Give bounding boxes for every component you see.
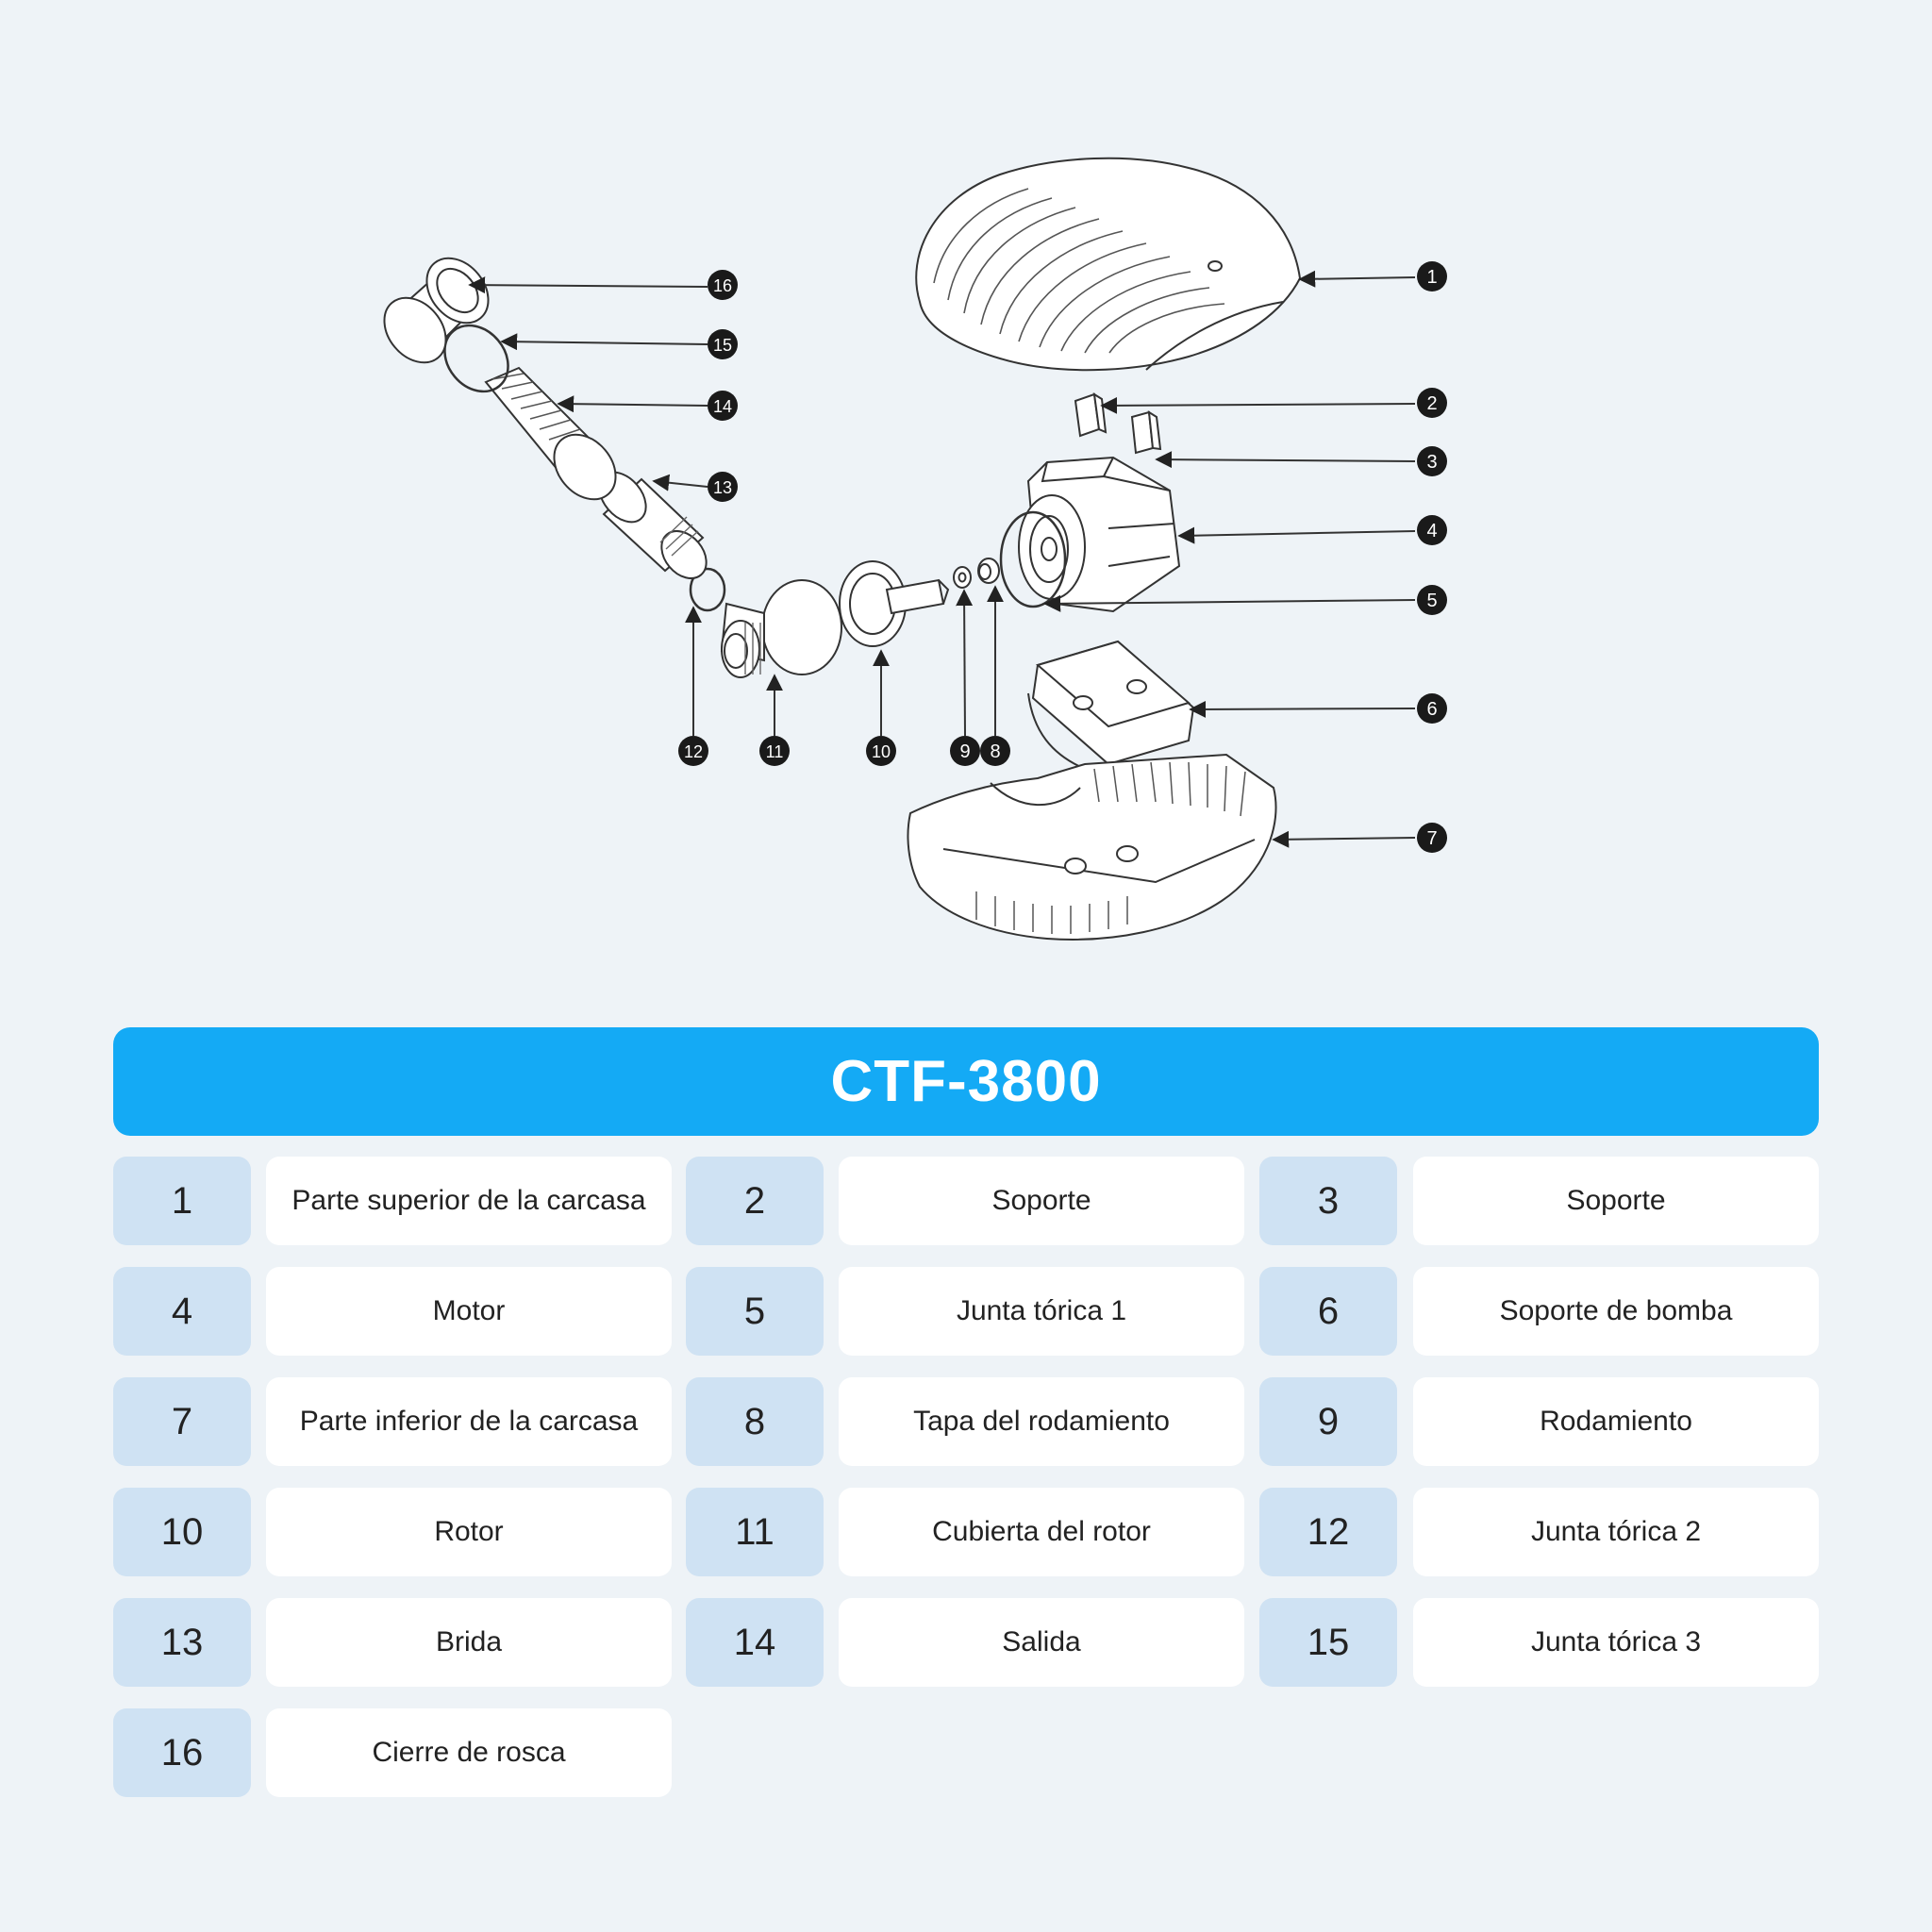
- part-bracket-2: [1074, 392, 1108, 438]
- part-bearing: [953, 566, 972, 589]
- callout-7: 7: [1417, 823, 1447, 853]
- part-label: Motor: [266, 1267, 672, 1356]
- callout-15: 15: [708, 329, 738, 359]
- callout-9: 9: [950, 736, 980, 766]
- part-number: 7: [113, 1377, 251, 1466]
- callout-14: 14: [708, 391, 738, 421]
- part-number: 9: [1259, 1377, 1397, 1466]
- svg-text:3: 3: [1426, 452, 1437, 473]
- callout-11: 11: [759, 736, 790, 766]
- part-rotor-cover: [720, 579, 842, 678]
- callout-4: 4: [1417, 515, 1447, 545]
- part-label: Parte superior de la carcasa: [266, 1157, 672, 1245]
- exploded-view-diagram: 1 2 3 4 5 6 7 8 9 10 11 12 13 14 15 16: [383, 157, 1447, 941]
- svg-text:4: 4: [1426, 521, 1437, 541]
- part-rotor: [839, 560, 950, 647]
- svg-text:14: 14: [713, 397, 732, 416]
- part-number: 14: [686, 1598, 824, 1687]
- callout-13: 13: [708, 472, 738, 502]
- part-label: Rodamiento: [1413, 1377, 1819, 1466]
- model-title-bar: CTF-3800: [113, 1027, 1819, 1136]
- part-number: 12: [1259, 1488, 1397, 1576]
- part-bearing-cap: [977, 558, 1000, 584]
- part-housing-bottom: [907, 753, 1277, 941]
- part-label: Junta tórica 1: [839, 1267, 1244, 1356]
- svg-text:11: 11: [766, 742, 784, 761]
- part-label: Salida: [839, 1598, 1244, 1687]
- callout-5: 5: [1417, 585, 1447, 615]
- part-label: Junta tórica 3: [1413, 1598, 1819, 1687]
- part-thread-lock: [383, 257, 490, 364]
- svg-text:13: 13: [713, 478, 732, 497]
- callout-12: 12: [678, 736, 708, 766]
- part-o-ring-2: [689, 567, 726, 612]
- svg-text:15: 15: [713, 336, 732, 355]
- callout-2: 2: [1417, 388, 1447, 418]
- callout-10: 10: [866, 736, 896, 766]
- callout-8: 8: [980, 736, 1010, 766]
- leader-lines: [468, 270, 1416, 848]
- part-label: Junta tórica 2: [1413, 1488, 1819, 1576]
- model-title: CTF-3800: [830, 1049, 1102, 1114]
- part-number: 8: [686, 1377, 824, 1466]
- svg-text:7: 7: [1426, 828, 1437, 849]
- part-label: Soporte: [839, 1157, 1244, 1245]
- svg-text:12: 12: [684, 742, 703, 761]
- part-label: Soporte de bomba: [1413, 1267, 1819, 1356]
- part-motor: [1018, 456, 1181, 613]
- part-housing-top: [915, 157, 1302, 372]
- part-o-ring-3: [443, 324, 509, 393]
- svg-text:2: 2: [1426, 393, 1437, 414]
- part-number: 15: [1259, 1598, 1397, 1687]
- part-pump-bracket: [1027, 640, 1195, 770]
- part-number: 11: [686, 1488, 824, 1576]
- part-label: Tapa del rodamiento: [839, 1377, 1244, 1466]
- svg-text:6: 6: [1426, 699, 1437, 720]
- part-label: Soporte: [1413, 1157, 1819, 1245]
- svg-text:1: 1: [1426, 267, 1437, 288]
- part-number: 2: [686, 1157, 824, 1245]
- svg-text:10: 10: [872, 742, 891, 761]
- part-label: Cubierta del rotor: [839, 1488, 1244, 1576]
- svg-text:8: 8: [990, 741, 1000, 762]
- callout-16: 16: [708, 270, 738, 300]
- part-number: 4: [113, 1267, 251, 1356]
- callout-6: 6: [1417, 693, 1447, 724]
- part-o-ring-1: [999, 510, 1067, 608]
- part-number: 1: [113, 1157, 251, 1245]
- part-number: 5: [686, 1267, 824, 1356]
- part-label: Cierre de rosca: [266, 1708, 672, 1797]
- callout-1: 1: [1417, 261, 1447, 291]
- part-outlet: [484, 366, 617, 501]
- part-bracket-3: [1130, 410, 1162, 455]
- part-number: 6: [1259, 1267, 1397, 1356]
- part-number: 13: [113, 1598, 251, 1687]
- svg-text:9: 9: [959, 741, 970, 762]
- part-number: 16: [113, 1708, 251, 1797]
- part-label: Parte inferior de la carcasa: [266, 1377, 672, 1466]
- part-label: Brida: [266, 1598, 672, 1687]
- callout-3: 3: [1417, 446, 1447, 476]
- part-number: 10: [113, 1488, 251, 1576]
- part-label: Rotor: [266, 1488, 672, 1576]
- svg-text:16: 16: [713, 276, 732, 295]
- svg-text:5: 5: [1426, 591, 1437, 611]
- part-number: 3: [1259, 1157, 1397, 1245]
